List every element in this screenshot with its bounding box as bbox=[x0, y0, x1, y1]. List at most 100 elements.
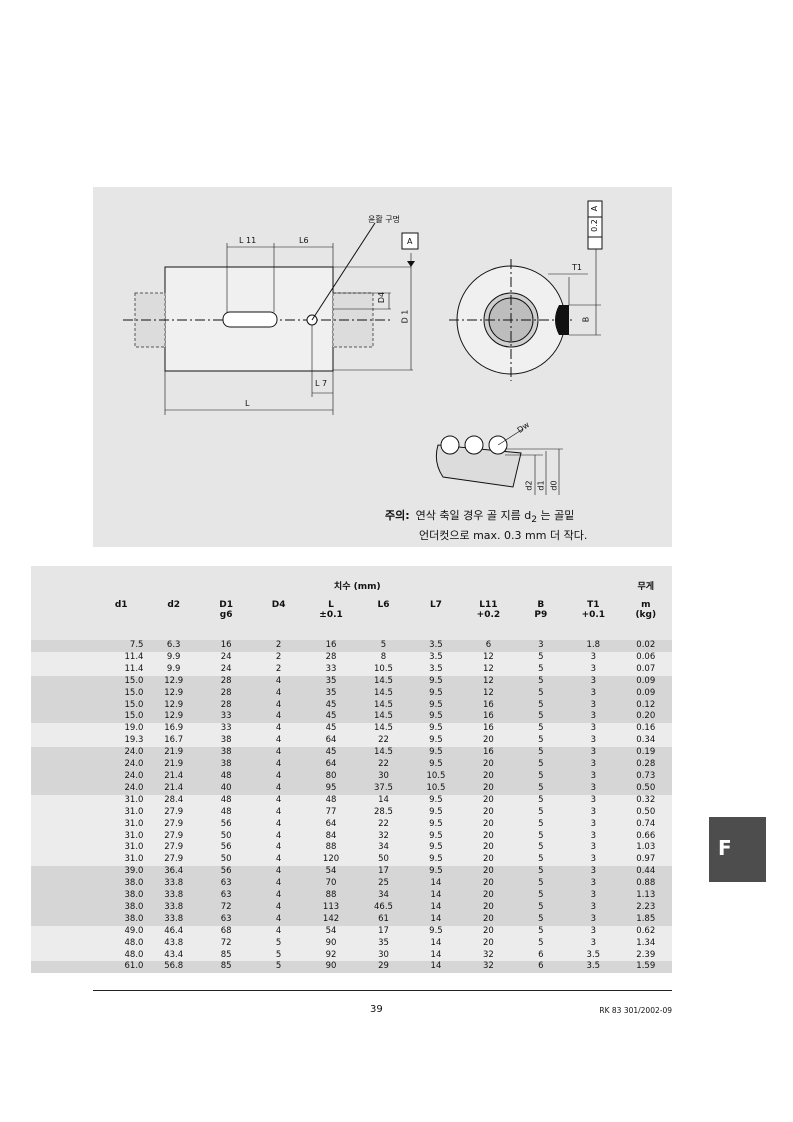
table-cell: 45 bbox=[304, 747, 358, 760]
table-cell: 1.03 bbox=[619, 842, 672, 855]
table-cell: 43.4 bbox=[147, 949, 200, 962]
table-cell: 17 bbox=[357, 925, 410, 938]
table-cell: 12 bbox=[462, 687, 515, 700]
table-cell: 56 bbox=[199, 866, 253, 879]
table-cell: 4 bbox=[252, 687, 305, 700]
table-cell: 19.3 bbox=[95, 735, 148, 748]
table-cell: 27.9 bbox=[147, 806, 200, 819]
table-cell: 50 bbox=[199, 830, 253, 843]
footer-rule bbox=[93, 990, 672, 991]
table-cell: 38.0 bbox=[95, 890, 148, 902]
key-slot bbox=[222, 311, 278, 328]
table-cell: 14.5 bbox=[357, 747, 410, 760]
table-cell: 3 bbox=[567, 770, 620, 783]
table-cell: 0.20 bbox=[619, 711, 672, 724]
table-cell: 64 bbox=[304, 735, 358, 748]
table-cell: 3 bbox=[567, 735, 620, 748]
table-cell: 0.88 bbox=[619, 878, 672, 891]
table-cell: 31.0 bbox=[95, 842, 148, 855]
table-cell: 50 bbox=[357, 854, 410, 867]
table-cell: 20 bbox=[462, 901, 515, 914]
table-cell: 3 bbox=[567, 901, 620, 914]
table-cell: 4 bbox=[252, 747, 305, 760]
table-cell: 3 bbox=[567, 806, 620, 819]
table-cell: 3 bbox=[567, 913, 620, 926]
dim-L6-label: L6 bbox=[299, 236, 309, 245]
table-cell: 61.0 bbox=[95, 961, 148, 974]
table-cell: 5 bbox=[514, 937, 568, 950]
table-cell: 5 bbox=[514, 687, 568, 700]
table-cell: 14 bbox=[409, 961, 463, 974]
table-cell: 32 bbox=[462, 949, 515, 962]
table-cell: 20 bbox=[462, 806, 515, 819]
section-tab[interactable]: F bbox=[709, 817, 766, 882]
table-cell: 0.73 bbox=[619, 770, 672, 783]
drawing-svg bbox=[123, 200, 603, 495]
table-cell: 24 bbox=[199, 651, 253, 664]
table-cell: 30 bbox=[357, 949, 410, 962]
table-cell: 3 bbox=[567, 925, 620, 938]
table-cell: 15.0 bbox=[95, 675, 148, 688]
table-cell: 3 bbox=[567, 818, 620, 831]
table-cell: 15.0 bbox=[95, 687, 148, 700]
table-row-lead bbox=[31, 640, 95, 652]
table-cell: 21.9 bbox=[147, 759, 200, 771]
table-cell: 3 bbox=[567, 723, 620, 736]
table-cell: 9.5 bbox=[409, 830, 463, 843]
table-cell: 3.5 bbox=[409, 651, 463, 664]
table-row-lead bbox=[31, 699, 95, 712]
dim-D1-label: D 1 bbox=[400, 309, 410, 324]
table-cell: 12.9 bbox=[147, 687, 200, 700]
dim-d0-label: d0 bbox=[549, 480, 559, 491]
table-cell: 31.0 bbox=[95, 854, 148, 867]
table-row-lead bbox=[31, 806, 95, 819]
table-cell: 0.97 bbox=[619, 854, 672, 867]
table-cell: 48 bbox=[199, 794, 253, 807]
table-cell: 5 bbox=[252, 937, 305, 950]
table-cell: 8 bbox=[357, 651, 410, 664]
table-row-lead bbox=[31, 854, 95, 867]
table-row-lead bbox=[31, 961, 95, 974]
table-cell: 38.0 bbox=[95, 913, 148, 926]
table-cell: 3 bbox=[514, 640, 568, 652]
table-cell: 4 bbox=[252, 818, 305, 831]
dim-L7-label: L 7 bbox=[315, 379, 328, 388]
table-cell: 6 bbox=[514, 961, 568, 974]
dim-T1-label: T1 bbox=[572, 263, 582, 272]
table-cell: 6.3 bbox=[147, 640, 200, 652]
table-cell: 16 bbox=[462, 699, 515, 712]
table-cell: 88 bbox=[304, 890, 358, 902]
table-cell: 0.34 bbox=[619, 735, 672, 748]
page-number: 39 bbox=[370, 1004, 383, 1015]
table-cell: 14 bbox=[409, 901, 463, 914]
dim-L11-label: L 11 bbox=[239, 236, 257, 245]
table-cell: 34 bbox=[357, 890, 410, 902]
table-cell: 9.5 bbox=[409, 675, 463, 688]
table-cell: 0.50 bbox=[619, 782, 672, 795]
table-cell: 4 bbox=[252, 759, 305, 771]
table-cell: 3 bbox=[567, 782, 620, 795]
note-sub: 2 bbox=[531, 514, 538, 526]
table-cell: 45 bbox=[304, 711, 358, 724]
table-row-lead bbox=[31, 878, 95, 891]
table-row-lead bbox=[31, 747, 95, 760]
table-cell: 33.8 bbox=[147, 913, 200, 926]
column-header: m(kg) bbox=[619, 592, 672, 640]
table-cell: 4 bbox=[252, 806, 305, 819]
table-cell: 45 bbox=[304, 699, 358, 712]
table-cell: 31.0 bbox=[95, 794, 148, 807]
table-cell: 3 bbox=[567, 687, 620, 700]
table-cell: 5 bbox=[514, 901, 568, 914]
table-cell: 5 bbox=[514, 663, 568, 676]
table-cell: 1.13 bbox=[619, 890, 672, 902]
